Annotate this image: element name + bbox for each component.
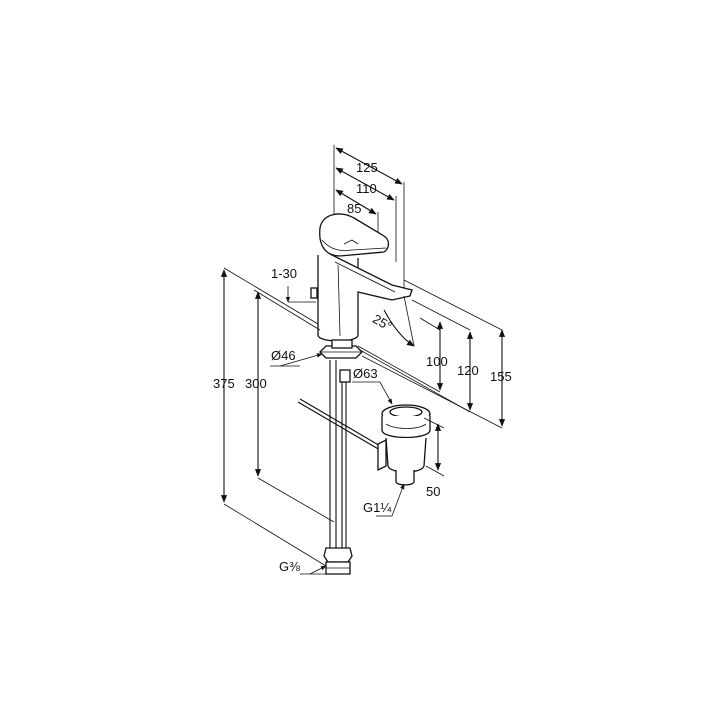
thread-g1-4-lines (376, 483, 405, 517)
dim-diameter-63-lines (352, 381, 393, 405)
thread-g3-8-label: G⅜ (279, 559, 300, 574)
dim-1-30-lines (285, 286, 316, 303)
dim-50-lines (423, 417, 445, 477)
dim-100-label: 100 (426, 354, 448, 369)
waste-drain (377, 404, 431, 486)
dim-125-label: 125 (356, 160, 378, 175)
thread-g1-4-label: G1¼ (363, 500, 391, 515)
dim-diameter-46-lines (270, 353, 323, 367)
thread-g3-8-lines (300, 565, 327, 575)
dim-diameter-63-label: Ø63 (353, 366, 378, 381)
dim-1-30-label: 1-30 (271, 266, 297, 281)
dim-120-label: 120 (457, 363, 479, 378)
dim-155-label: 155 (490, 369, 512, 384)
angle-25-dimension (383, 295, 415, 347)
dim-300-label: 300 (245, 376, 267, 391)
dim-110-label: 110 (356, 181, 377, 196)
dim-25-label: 25° (370, 311, 395, 334)
dim-50-label: 50 (426, 484, 440, 499)
dim-85-label: 85 (347, 201, 361, 216)
dim-diameter-46-label: Ø46 (271, 348, 296, 363)
right-dimension-lines (357, 279, 506, 429)
dim-375-label: 375 (213, 376, 235, 391)
faucet-body (297, 213, 413, 575)
left-dimension-lines (220, 267, 335, 567)
top-dimension-lines (333, 145, 405, 290)
